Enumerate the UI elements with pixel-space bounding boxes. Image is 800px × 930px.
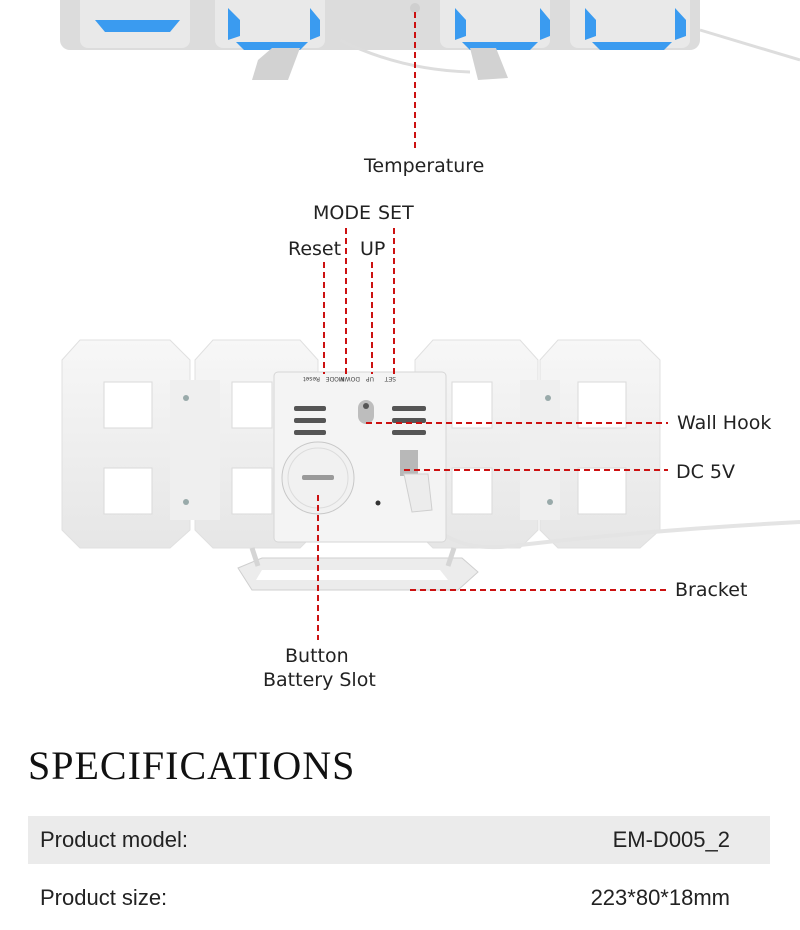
bracket-label: Bracket [675, 579, 748, 601]
up-label: UP [360, 238, 386, 260]
leader-lines [317, 12, 668, 640]
specifications-table: Product model: EM-D005_2 Product size: 2… [28, 816, 770, 922]
svg-text:Reset: Reset [303, 375, 320, 382]
back-clock-body [61, 339, 800, 591]
product-diagram: Reset MODE DOWN UP SET Temperature MODE … [60, 0, 800, 691]
clock-illustration: Reset MODE DOWN UP SET [60, 0, 800, 640]
button-panel-labels: Reset MODE DOWN UP SET [303, 375, 396, 382]
reset-label: Reset [288, 238, 342, 260]
wall-hook-label: Wall Hook [677, 412, 772, 434]
svg-text:DOWN: DOWN [340, 375, 360, 382]
spec-label: Product model: [40, 827, 188, 852]
spec-value: EM-D005_2 [612, 827, 730, 852]
svg-text:UP: UP [366, 375, 374, 382]
button-label: Button [285, 645, 349, 667]
specifications-title: SPECIFICATIONS [28, 743, 356, 788]
spec-row-model: Product model: EM-D005_2 [28, 816, 770, 864]
dc5v-label: DC 5V [676, 461, 736, 483]
battery-slot-label: Battery Slot [263, 669, 376, 691]
spec-row-size: Product size: 223*80*18mm [28, 874, 770, 922]
front-clock-display [60, 0, 800, 80]
temperature-label: Temperature [364, 155, 485, 177]
spec-value: 223*80*18mm [590, 885, 730, 910]
svg-text:SET: SET [384, 375, 396, 382]
mode-label: MODE [313, 202, 371, 224]
spec-label: Product size: [40, 885, 168, 910]
set-label: SET [378, 202, 414, 224]
svg-text:MODE: MODE [325, 375, 344, 382]
